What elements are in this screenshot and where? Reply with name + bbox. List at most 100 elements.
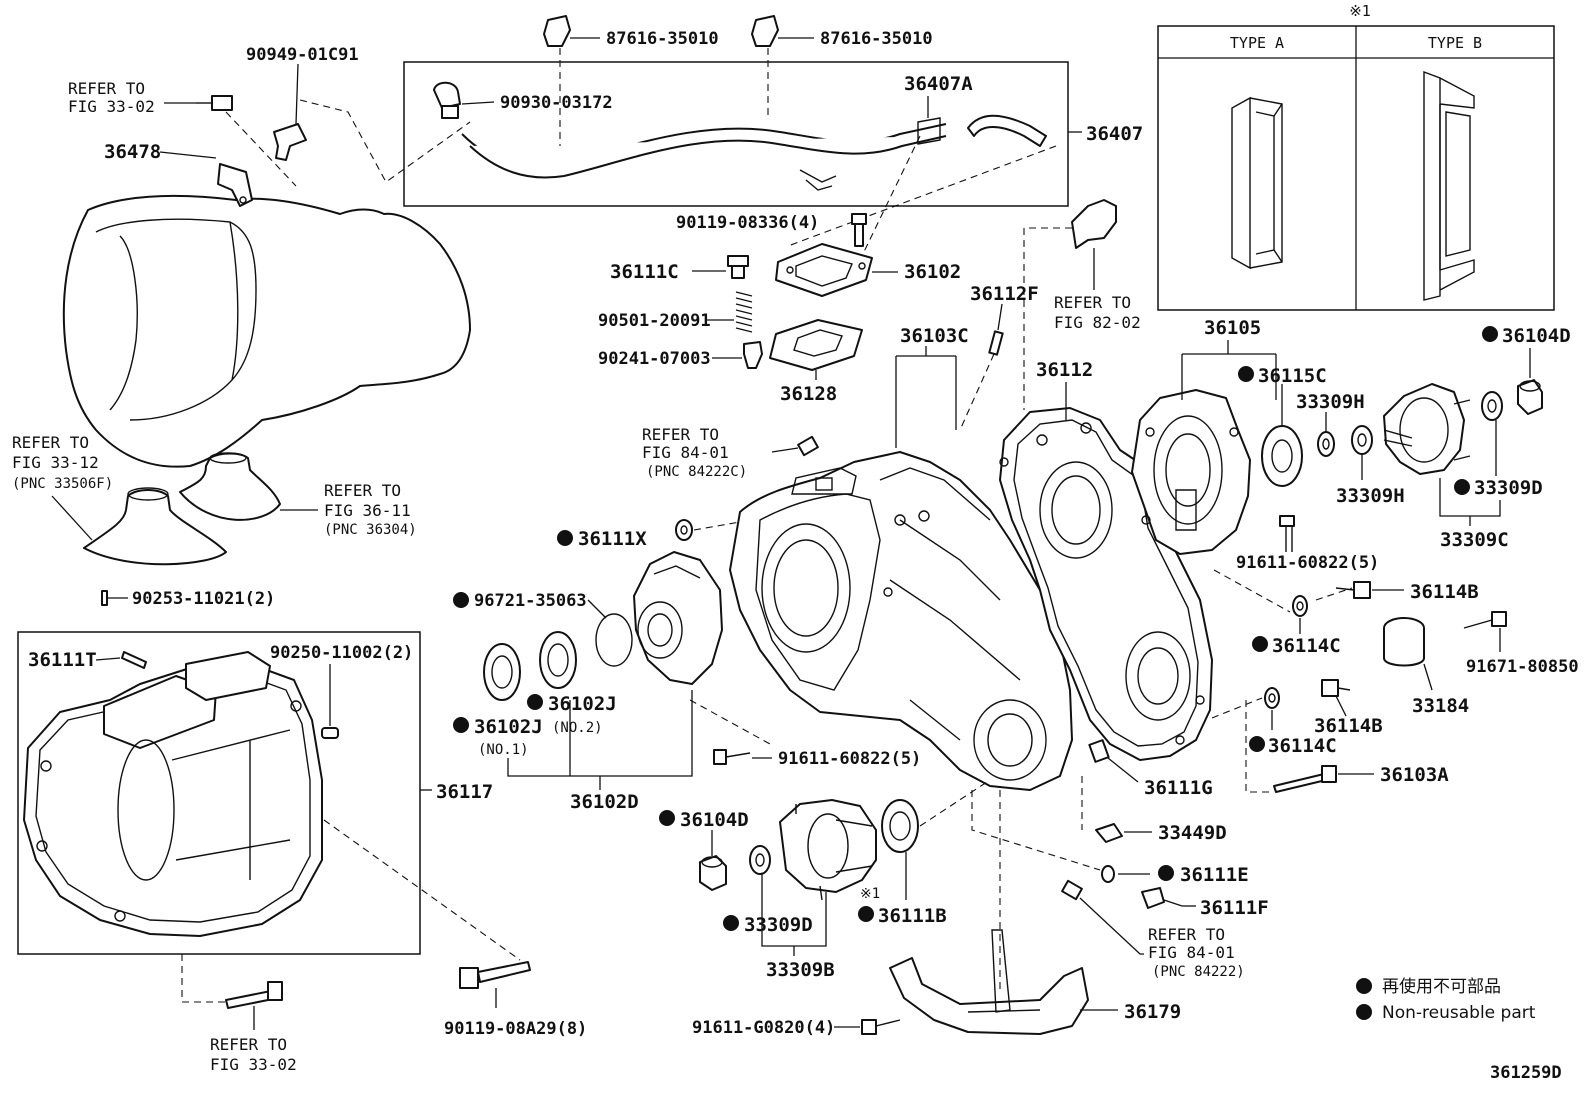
nut-36104D-right xyxy=(1517,379,1543,415)
clip-90949 xyxy=(273,123,307,161)
bolt-91611-60822-right xyxy=(1279,515,1295,552)
label-36103C: 36103C xyxy=(900,325,969,347)
label-36102: 36102 xyxy=(904,261,961,283)
label-33309C: 33309C xyxy=(1440,529,1509,551)
label-33309D-left: 33309D xyxy=(744,914,813,936)
bolt-36103A xyxy=(1273,765,1337,793)
label-36111X: 36111X xyxy=(578,528,647,550)
hose-assembly-box xyxy=(403,61,1069,207)
bolt-91611-60822-center xyxy=(713,749,751,765)
label-90119-08336: 90119-08336(4) xyxy=(676,213,819,233)
bolt-36114B-a xyxy=(1335,581,1371,599)
label-36102D: 36102D xyxy=(570,791,639,813)
type-a-header: TYPE A xyxy=(1230,34,1284,52)
label-36102J-no1: 36102J xyxy=(474,716,543,738)
pin-36112F xyxy=(988,330,1004,356)
plug-36111C xyxy=(727,255,749,279)
front-retainer xyxy=(633,551,723,685)
transmission-housing-outline xyxy=(62,194,471,468)
o-ring-96721 xyxy=(595,613,633,667)
label-36407A: 36407A xyxy=(904,73,973,95)
ref-33-12-l2: FIG 33-12 xyxy=(12,453,99,472)
rear-case-36112 xyxy=(999,407,1213,761)
clip-87616-a xyxy=(543,15,571,146)
pin-90250 xyxy=(321,727,339,739)
ref-33-02-top-l1: REFER TO xyxy=(68,79,145,98)
label-36128: 36128 xyxy=(780,383,837,405)
label-36112: 36112 xyxy=(1036,359,1093,381)
boot-36304 xyxy=(179,452,281,521)
label-36407: 36407 xyxy=(1086,123,1143,145)
label-36103A: 36103A xyxy=(1380,764,1449,786)
ref-33-12-l3: (PNC 33506F) xyxy=(12,476,113,492)
ref-82-02-l2: FIG 82-02 xyxy=(1054,313,1141,332)
hose-assembly-drawing xyxy=(433,81,1047,191)
pin-36111G xyxy=(1088,739,1110,763)
bolt-90119-08336 xyxy=(851,213,867,247)
label-36478: 36478 xyxy=(104,141,161,163)
ref-84-01-bot-l1: REFER TO xyxy=(1148,925,1225,944)
legend-en: Non-reusable part xyxy=(1382,1003,1536,1023)
label-36114B-b: 36114B xyxy=(1314,715,1383,737)
label-33309H-a: 33309H xyxy=(1296,391,1365,413)
case-36117 xyxy=(23,651,323,937)
washer-36111E xyxy=(1101,865,1115,883)
ref-33-02-bot-l2: FIG 33-02 xyxy=(210,1055,297,1074)
diagram-id: 361259D xyxy=(1490,1063,1562,1083)
spring-90501 xyxy=(735,291,753,333)
ref-84-01-top-l1: REFER TO xyxy=(642,425,719,444)
label-90949: 90949-01C91 xyxy=(246,45,359,65)
label-36114B-a: 36114B xyxy=(1410,581,1479,603)
label-36111B: 36111B xyxy=(878,905,947,927)
clip-87616-b xyxy=(751,15,779,116)
label-33184: 33184 xyxy=(1412,695,1469,717)
label-36112F: 36112F xyxy=(970,283,1039,305)
label-36111E: 36111E xyxy=(1180,864,1249,886)
label-33309H-b: 33309H xyxy=(1336,485,1405,507)
label-33309B: 33309B xyxy=(766,959,835,981)
label-96721: 96721-35063 xyxy=(474,591,587,611)
type-table: ※1 TYPE A TYPE B xyxy=(1157,2,1555,311)
label-36114C-a: 36114C xyxy=(1272,635,1341,657)
bracket-82-02 xyxy=(1071,199,1117,249)
ref-84-01-bot-l3: (PNC 84222) xyxy=(1152,964,1245,980)
bolt-bottom-left xyxy=(225,981,283,1009)
label-33309D-right: 33309D xyxy=(1474,477,1543,499)
ref-82-02-l1: REFER TO xyxy=(1054,293,1131,312)
label-36102J-no2-sub: (NO.2) xyxy=(552,720,603,736)
label-33449D: 33449D xyxy=(1158,822,1227,844)
bolt-top-left xyxy=(196,95,233,111)
legend-jp: 再使用不可部品 xyxy=(1382,976,1501,997)
bolt-91611-G0820 xyxy=(861,1019,901,1035)
bolt-90119-08A29 xyxy=(459,961,531,989)
ref-36-11-l1: REFER TO xyxy=(324,481,401,500)
label-90119-08A29: 90119-08A29(8) xyxy=(444,1019,587,1039)
plug-33449D xyxy=(1095,823,1123,843)
plunger-90241 xyxy=(743,341,763,369)
transfer-case-front xyxy=(729,451,1073,791)
washer-33309H-b xyxy=(1351,425,1373,455)
seal-36102J-no2 xyxy=(539,631,577,689)
extension-housing-36105 xyxy=(1131,389,1251,555)
label-36179: 36179 xyxy=(1124,1001,1181,1023)
label-36115C: 36115C xyxy=(1258,365,1327,387)
breather-84222C xyxy=(797,435,819,457)
breather-84222 xyxy=(1061,879,1083,901)
washer-33309D-right xyxy=(1481,391,1503,421)
type-table-note: ※1 xyxy=(1349,2,1371,20)
ref-36-11-l3: (PNC 36304) xyxy=(324,522,417,538)
label-36111B-note: ※1 xyxy=(860,886,880,902)
bolt-91671 xyxy=(1463,611,1507,629)
label-91611-60822-center: 91611-60822(5) xyxy=(778,749,921,769)
cover-36102 xyxy=(775,243,873,297)
label-90501: 90501-20091 xyxy=(598,311,711,331)
label-90930: 90930-03172 xyxy=(500,93,613,113)
pin-36111T xyxy=(121,651,147,669)
seal-36111B xyxy=(881,799,919,853)
washer-36111X xyxy=(675,519,693,541)
boot-33506F xyxy=(83,487,227,566)
bolt-36114B-b xyxy=(1321,679,1351,697)
seal-36102J-no1 xyxy=(483,643,521,701)
bearing-36115C xyxy=(1261,425,1303,487)
